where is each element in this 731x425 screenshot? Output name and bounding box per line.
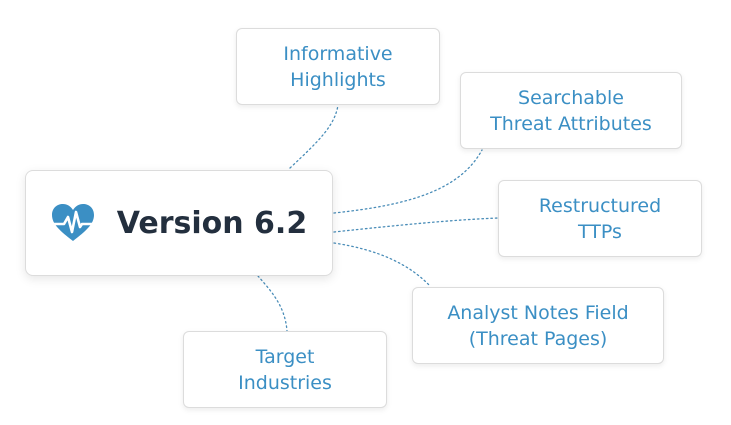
node-informative-highlights: Informative Highlights: [236, 28, 440, 105]
connector-analyst-notes-field: [333, 242, 431, 287]
center-title: Version 6.2: [116, 205, 308, 241]
connector-restructured-ttps: [333, 217, 499, 233]
connector-searchable-threat-attributes: [333, 149, 483, 214]
node-target-industries: Target Industries: [183, 331, 387, 408]
connector-target-industries: [257, 275, 288, 332]
center-node: Version 6.2: [25, 170, 333, 276]
node-searchable-threat-attributes: Searchable Threat Attributes: [460, 72, 682, 149]
node-analyst-notes-field: Analyst Notes Field (Threat Pages): [412, 287, 664, 364]
heart-pulse-icon: [51, 204, 95, 241]
connector-informative-highlights: [289, 104, 339, 169]
node-restructured-ttps: Restructured TTPs: [498, 180, 702, 257]
